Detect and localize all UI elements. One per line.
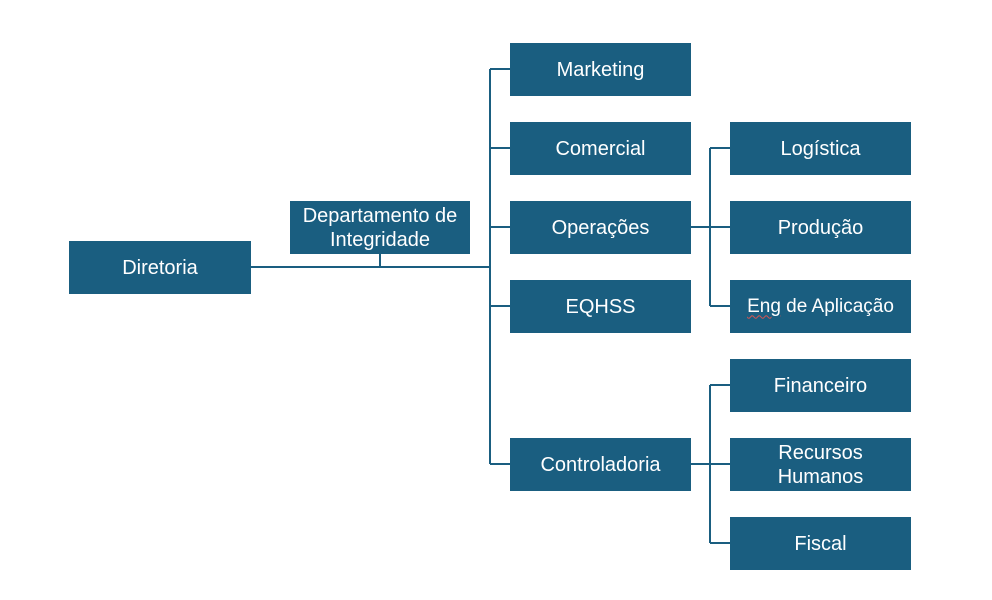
node-departamento-integridade: Departamento de Integridade [290,201,470,254]
node-marketing-label: Marketing [556,58,645,81]
node-integridade-label: Departamento de Integridade [302,204,458,251]
node-controladoria: Controladoria [510,438,691,491]
node-eqhss-label: EQHSS [565,295,636,318]
node-rh-label: Recursos Humanos [777,441,864,488]
node-marketing: Marketing [510,43,691,96]
node-diretoria-label: Diretoria [122,256,198,279]
node-fiscal-label: Fiscal [794,532,847,555]
node-comercial-label: Comercial [555,137,646,160]
node-producao-label: Produção [777,216,864,239]
node-diretoria: Diretoria [69,241,251,294]
node-eng-aplicacao-label: Eng de Aplicação [747,295,894,319]
node-logistica-label: Logística [780,137,861,160]
node-recursos-humanos: Recursos Humanos [730,438,911,491]
node-comercial: Comercial [510,122,691,175]
node-eng-prefix: Eng [747,295,781,317]
node-financeiro: Financeiro [730,359,911,412]
node-eng-rest: de Aplicação [780,295,894,317]
node-producao: Produção [730,201,911,254]
node-eng-aplicacao: Eng de Aplicação [730,280,911,333]
node-logistica: Logística [730,122,911,175]
node-controladoria-label: Controladoria [540,453,661,476]
node-financeiro-label: Financeiro [773,374,868,397]
node-eqhss: EQHSS [510,280,691,333]
node-operacoes: Operações [510,201,691,254]
node-operacoes-label: Operações [551,216,650,239]
node-fiscal: Fiscal [730,517,911,570]
